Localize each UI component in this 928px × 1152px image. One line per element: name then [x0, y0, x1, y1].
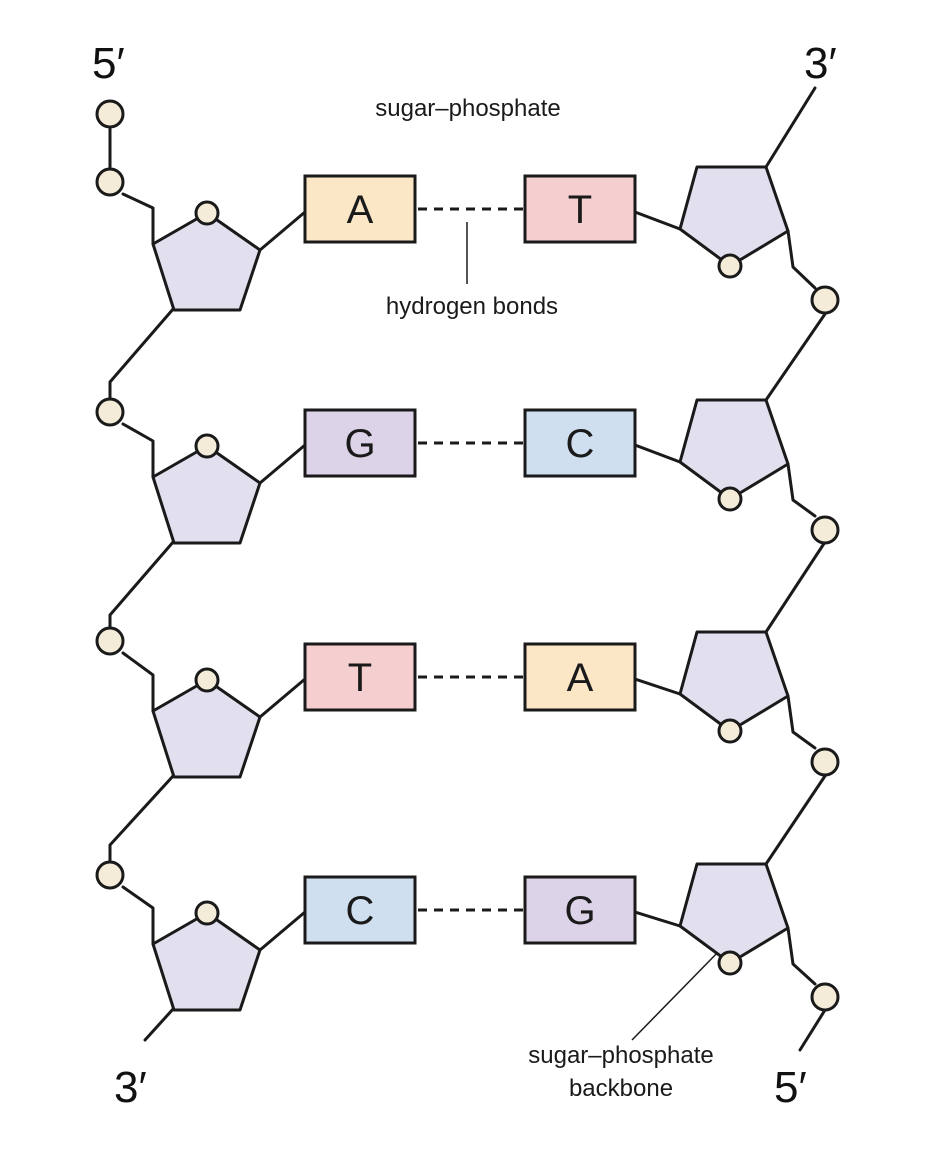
base-box-right: [523, 408, 637, 478]
base-pair-3: T A: [303, 642, 637, 712]
base-letter-left: C: [346, 889, 375, 933]
sugar-pentagon: [151, 444, 262, 545]
ring-oxygen: [194, 433, 220, 459]
ring-oxygen: [717, 718, 743, 744]
base-box-left: [303, 642, 417, 712]
backbone-leader: [631, 947, 723, 1041]
base-pair-2: G C: [303, 408, 637, 478]
sugar-pentagon: [678, 398, 790, 501]
backbone-label-line2: backbone: [569, 1075, 673, 1102]
sugar-pentagon: [678, 862, 790, 965]
phosphates: [95, 99, 840, 1012]
base-letter-left: G: [344, 422, 375, 466]
left-sugars: [151, 211, 262, 1012]
phosphate-circle: [95, 397, 125, 427]
right-strand-top-end: 3′: [804, 39, 837, 88]
base-box-right: [523, 174, 637, 244]
ring-oxygen: [194, 900, 220, 926]
base-pair-4: C G: [303, 875, 637, 945]
backbone-label-line1: sugar–phosphate: [528, 1042, 713, 1069]
phosphate-circle: [95, 626, 125, 656]
base-box-right: [523, 642, 637, 712]
left-backbone: [108, 112, 176, 1042]
phosphate-circle: [810, 982, 840, 1012]
ring-oxygens: [194, 200, 743, 976]
hydrogen-bonds: [418, 207, 524, 912]
sugar-pentagon: [678, 630, 790, 733]
base-pair-1: A T: [303, 174, 637, 244]
left-strand-top-end: 5′: [92, 39, 125, 88]
ring-oxygen: [717, 486, 743, 512]
base-letter-right: C: [566, 422, 595, 466]
base-letter-right: T: [568, 188, 592, 232]
ring-oxygen: [717, 253, 743, 279]
base-box-right: [523, 875, 637, 945]
phosphate-circle: [810, 285, 840, 315]
hydrogen-bonds-label: hydrogen bonds: [386, 293, 558, 320]
sugar-pentagon: [151, 211, 262, 312]
sugar-pentagon: [151, 678, 262, 779]
base-letter-left: A: [347, 188, 374, 232]
base-letter-left: T: [348, 656, 372, 700]
phosphate-circle: [95, 167, 125, 197]
base-letter-right: G: [564, 889, 595, 933]
base-box-left: [303, 174, 417, 244]
left-strand-bottom-end: 3′: [114, 1063, 147, 1112]
sugar-pentagon: [678, 165, 790, 268]
sugar-pentagon: [151, 911, 262, 1012]
right-sugars: [678, 165, 790, 965]
ring-oxygen: [194, 200, 220, 226]
phosphate-circle: [810, 747, 840, 777]
base-box-left: [303, 408, 417, 478]
top-sugar-phosphate-label: sugar–phosphate: [375, 95, 560, 122]
right-strand-bottom-end: 5′: [774, 1063, 807, 1112]
ring-oxygen: [194, 667, 220, 693]
base-box-left: [303, 875, 417, 945]
phosphate-circle: [95, 99, 125, 129]
ring-oxygen: [717, 950, 743, 976]
base-letter-right: A: [567, 656, 594, 700]
glycosidic-bonds: [258, 210, 682, 952]
phosphate-circle: [95, 860, 125, 890]
phosphate-circle: [810, 515, 840, 545]
right-backbone: [764, 86, 827, 1052]
